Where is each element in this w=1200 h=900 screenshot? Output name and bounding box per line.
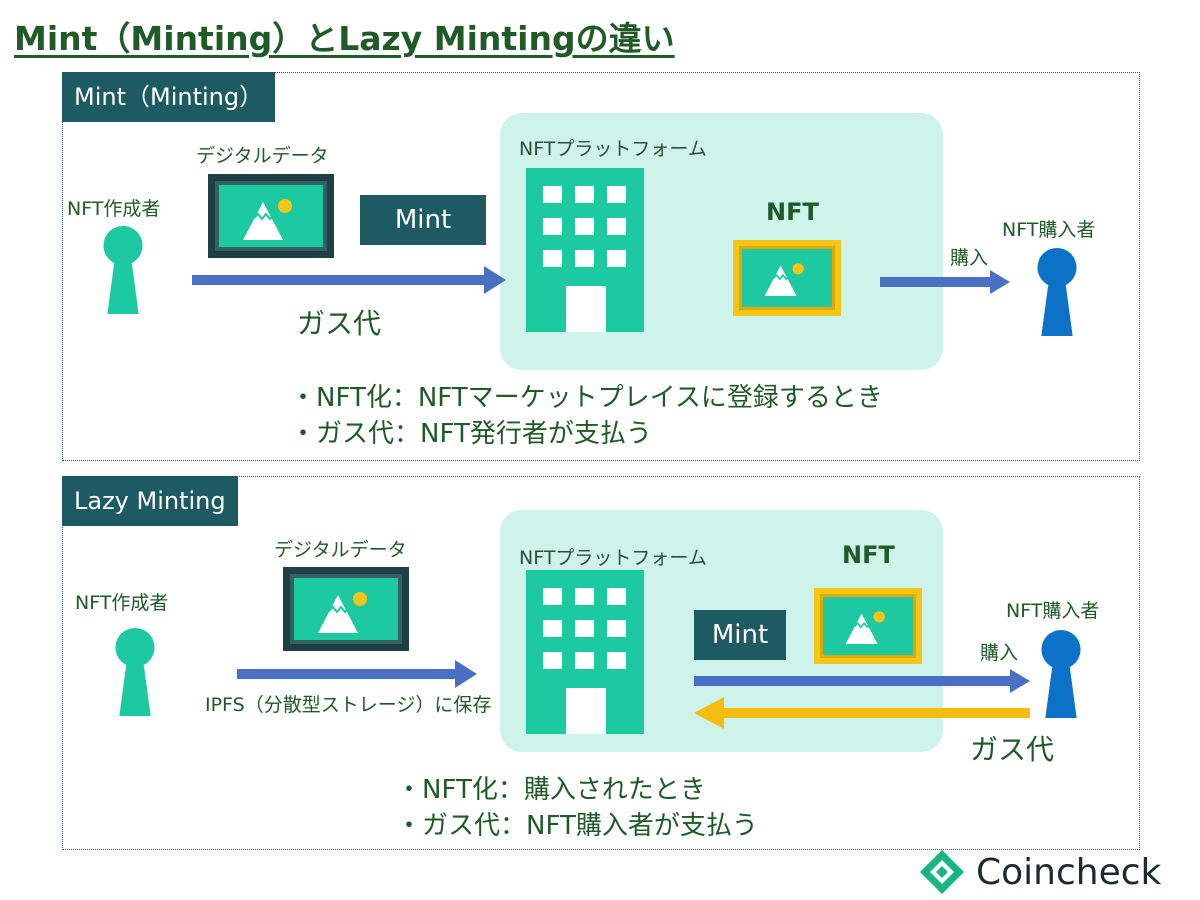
mint-purchase-label: 購入 xyxy=(950,247,989,269)
lazy-buyer-person-icon xyxy=(1039,628,1083,718)
lazy-bullet-nft: ・NFT化：購入されたとき xyxy=(396,775,706,805)
mint-label-box: Mint xyxy=(360,195,486,245)
mint-nft-label: NFT xyxy=(766,198,819,226)
mint-bullet-gas: ・ガス代：NFT発行者が支払う xyxy=(290,419,652,449)
lazy-nft-picture-icon xyxy=(814,588,922,664)
mint-bullet-nft: ・NFT化：NFTマーケットプレイスに登録するとき xyxy=(290,383,883,413)
lazy-nft-label: NFT xyxy=(842,541,895,569)
mint-creator-person-icon xyxy=(101,224,145,314)
lazy-ipfs-arrow xyxy=(237,660,477,688)
lazy-building-icon xyxy=(526,570,644,734)
lazy-purchase-arrow xyxy=(694,669,1030,693)
mint-section-label: Mint（Minting） xyxy=(62,72,276,122)
lazy-ipfs-label: IPFS（分散型ストレージ）に保存 xyxy=(205,694,492,716)
lazy-gas-arrow xyxy=(694,697,1030,729)
lazy-mint-label-box: Mint xyxy=(694,610,786,660)
page-title: Mint（Minting）とLazy Mintingの違い xyxy=(14,19,675,58)
mint-building-icon xyxy=(526,168,644,332)
lazy-digital-data-monitor-icon xyxy=(283,567,409,651)
mint-gas-label: ガス代 xyxy=(297,307,382,340)
mint-section-panel xyxy=(62,72,1140,461)
lazy-creator-label: NFT作成者 xyxy=(75,592,169,614)
lazy-bullet-gas: ・ガス代：NFT購入者が支払う xyxy=(396,811,758,841)
coincheck-logo-text: Coincheck xyxy=(976,851,1162,893)
lazy-platform-label: NFTプラットフォーム xyxy=(519,547,707,569)
mint-purchase-arrow xyxy=(880,270,1010,294)
lazy-buyer-label: NFT購入者 xyxy=(1006,600,1100,622)
lazy-creator-person-icon xyxy=(113,626,157,716)
mint-creator-label: NFT作成者 xyxy=(67,198,161,220)
lazy-gas-label: ガス代 xyxy=(970,733,1055,766)
mint-digital-data-monitor-icon xyxy=(208,174,334,258)
mint-platform-label: NFTプラットフォーム xyxy=(519,138,707,160)
mint-nft-picture-icon xyxy=(733,240,841,316)
lazy-digital-data-label: デジタルデータ xyxy=(274,539,407,561)
mint-buyer-person-icon xyxy=(1035,246,1079,336)
lazy-purchase-label: 購入 xyxy=(980,642,1019,664)
mint-buyer-label: NFT購入者 xyxy=(1002,219,1096,241)
lazy-section-label: Lazy Minting xyxy=(62,476,238,526)
coincheck-logo: Coincheck xyxy=(918,846,1161,898)
mint-digital-data-label: デジタルデータ xyxy=(196,145,329,167)
lazy-section-panel xyxy=(62,476,1140,850)
coincheck-logo-icon xyxy=(918,848,966,896)
lazy-bullets: ・NFT化：購入されたとき ・ガス代：NFT購入者が支払う xyxy=(396,772,758,844)
mint-bullets: ・NFT化：NFTマーケットプレイスに登録するとき ・ガス代：NFT発行者が支払… xyxy=(290,380,883,452)
mint-gas-arrow xyxy=(192,266,506,294)
